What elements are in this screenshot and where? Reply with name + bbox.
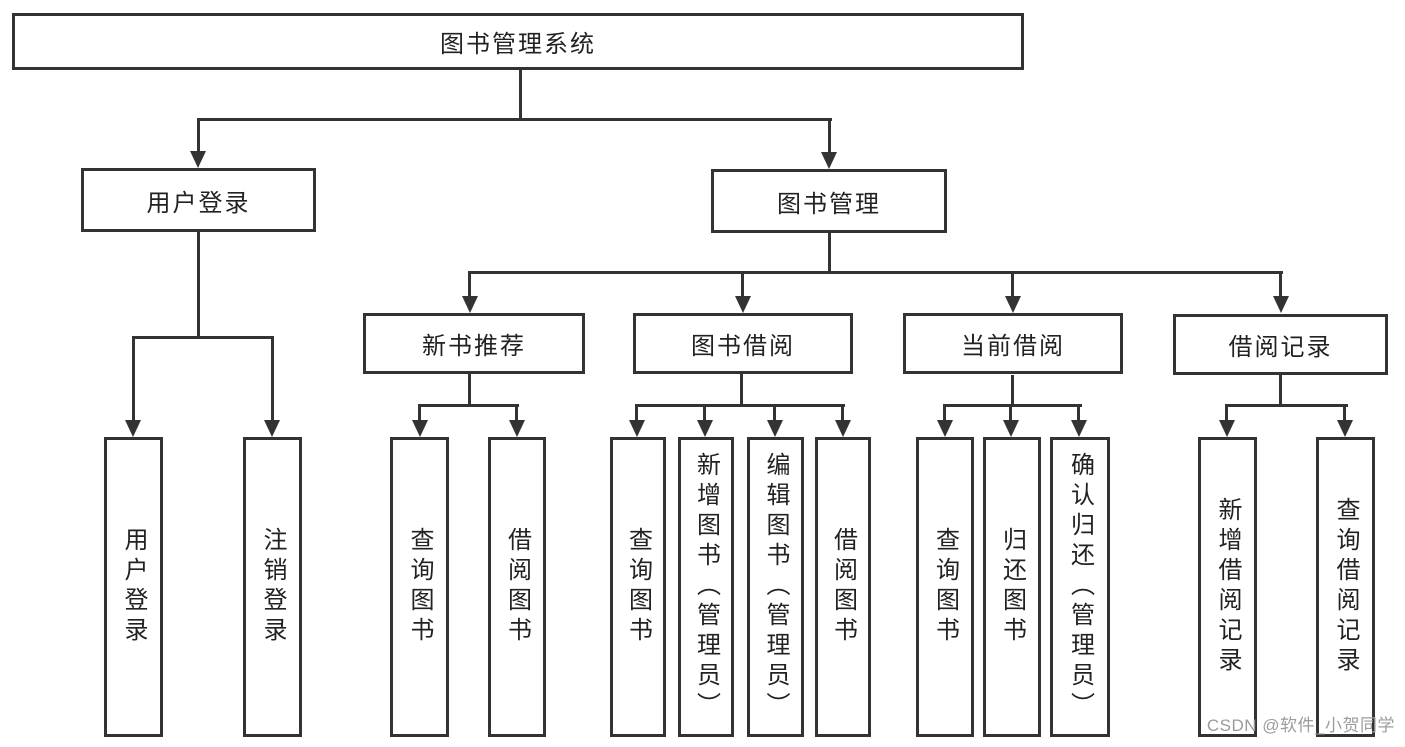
connector-book-borrowing-hline bbox=[635, 404, 845, 407]
leaf-label: 查询借阅记录 bbox=[1332, 497, 1359, 677]
arrow-to-leaf-add-books bbox=[697, 420, 713, 437]
arrow-to-current-borrowing bbox=[1005, 296, 1021, 313]
leaf-label: 查询图书 bbox=[406, 527, 433, 647]
arrow-to-leaf-add-borrow-record bbox=[1219, 420, 1235, 437]
csdn-watermark: CSDN @软件_小贺同学 bbox=[1206, 716, 1395, 735]
connector-stem bbox=[1077, 404, 1080, 420]
connector-stem-book-management bbox=[828, 118, 831, 152]
node-book-borrowing: 图书借阅 bbox=[633, 313, 853, 374]
leaf-logout: 注销登录 bbox=[243, 437, 302, 737]
arrow-to-leaf-logout bbox=[264, 420, 280, 437]
leaf-label: 归还图书 bbox=[998, 527, 1026, 647]
connector-book-management-stub bbox=[828, 233, 831, 274]
leaf-borrow-books: 借阅图书 bbox=[815, 437, 871, 737]
connector-stem bbox=[635, 404, 638, 420]
connector-stem bbox=[943, 404, 946, 420]
node-borrowing-records: 借阅记录 bbox=[1173, 314, 1388, 375]
connector-stem bbox=[418, 404, 421, 420]
arrow-to-borrow-records bbox=[1273, 296, 1289, 313]
node-label: 图书管理系统 bbox=[440, 31, 596, 58]
connector-stem-leaf-logout bbox=[271, 336, 274, 420]
leaf-confirm-return-admin: 确认归还（管理员） bbox=[1050, 437, 1110, 737]
arrow-to-leaf-query-books bbox=[412, 420, 428, 437]
arrow-to-leaf-query-borrow-record bbox=[1337, 420, 1353, 437]
arrow-to-leaf-borrow-books bbox=[835, 420, 851, 437]
connector-stem bbox=[703, 404, 706, 420]
connector-level2-hline bbox=[197, 118, 832, 121]
connector-new-book-rec-stub bbox=[468, 374, 471, 407]
connector-book-borrowing-stub bbox=[740, 374, 743, 407]
leaf-query-books: 查询图书 bbox=[390, 437, 449, 737]
connector-level3-hline bbox=[468, 271, 1283, 274]
leaf-label: 确认归还（管理员） bbox=[1066, 452, 1094, 722]
leaf-query-books: 查询图书 bbox=[916, 437, 974, 737]
connector-user-login-hline bbox=[132, 336, 274, 339]
arrow-to-leaf-confirm-return bbox=[1071, 420, 1087, 437]
leaf-label: 查询图书 bbox=[931, 527, 959, 647]
node-book-management: 图书管理 bbox=[711, 169, 947, 233]
leaf-add-books-admin: 新增图书（管理员） bbox=[678, 437, 734, 737]
arrow-to-book-borrowing bbox=[735, 296, 751, 313]
arrow-to-leaf-user-login bbox=[125, 420, 141, 437]
leaf-user-login: 用户登录 bbox=[104, 437, 163, 737]
node-new-book-recommendation: 新书推荐 bbox=[363, 313, 585, 374]
node-label: 当前借阅 bbox=[961, 333, 1065, 360]
connector-root-stub bbox=[519, 70, 522, 118]
leaf-query-borrow-record: 查询借阅记录 bbox=[1316, 437, 1375, 737]
leaf-label: 借阅图书 bbox=[829, 527, 857, 647]
leaf-label: 新增借阅记录 bbox=[1214, 497, 1241, 677]
connector-stem bbox=[841, 404, 844, 420]
leaf-return-books: 归还图书 bbox=[983, 437, 1041, 737]
connector-borrow-records-stub bbox=[1279, 375, 1282, 407]
connector-stem bbox=[1225, 404, 1228, 420]
connector-stem-user-login bbox=[197, 118, 200, 152]
leaf-borrow-books: 借阅图书 bbox=[488, 437, 546, 737]
connector-stem-leaf-user-login bbox=[132, 336, 135, 420]
leaf-label: 注销登录 bbox=[259, 527, 286, 647]
arrow-to-user-login bbox=[190, 151, 206, 168]
connector-stem-book-borrowing bbox=[741, 271, 744, 296]
connector-current-borrowing-stub bbox=[1011, 375, 1014, 407]
arrow-to-leaf-query-books bbox=[937, 420, 953, 437]
node-label: 用户登录 bbox=[146, 189, 251, 217]
connector-stem-new-book-rec bbox=[468, 271, 471, 296]
leaf-add-borrow-record: 新增借阅记录 bbox=[1198, 437, 1257, 737]
connector-stem bbox=[515, 404, 518, 420]
node-current-borrowing: 当前借阅 bbox=[903, 313, 1123, 374]
node-user-login: 用户登录 bbox=[81, 168, 316, 232]
connector-stem bbox=[773, 404, 776, 420]
leaf-label: 借阅图书 bbox=[503, 527, 531, 647]
node-label: 图书管理 bbox=[777, 190, 881, 218]
connector-stem bbox=[1343, 404, 1346, 420]
arrow-to-new-book-rec bbox=[462, 296, 478, 313]
leaf-edit-books-admin: 编辑图书（管理员） bbox=[747, 437, 804, 737]
connector-stem-current-borrowing bbox=[1011, 271, 1014, 296]
arrow-to-leaf-query-books bbox=[629, 420, 645, 437]
node-label: 新书推荐 bbox=[422, 333, 526, 360]
connector-user-login-stub bbox=[197, 232, 200, 339]
node-label: 图书借阅 bbox=[691, 333, 795, 360]
arrow-to-book-management bbox=[821, 152, 837, 169]
arrow-to-leaf-borrow-books bbox=[509, 420, 525, 437]
connector-stem-borrow-records bbox=[1279, 271, 1282, 296]
connector-new-book-rec-hline bbox=[418, 404, 519, 407]
arrow-to-leaf-return-books bbox=[1003, 420, 1019, 437]
leaf-query-books: 查询图书 bbox=[610, 437, 666, 737]
leaf-label: 用户登录 bbox=[120, 527, 147, 647]
leaf-label: 新增图书（管理员） bbox=[692, 452, 720, 722]
arrow-to-leaf-edit-books bbox=[767, 420, 783, 437]
connector-current-borrowing-hline bbox=[943, 404, 1082, 407]
node-label: 借阅记录 bbox=[1228, 334, 1333, 361]
leaf-label: 查询图书 bbox=[624, 527, 652, 647]
node-library-management-system: 图书管理系统 bbox=[12, 13, 1024, 70]
connector-stem bbox=[1009, 404, 1012, 420]
leaf-label: 编辑图书（管理员） bbox=[762, 452, 789, 722]
connector-borrow-records-hline bbox=[1225, 404, 1348, 407]
